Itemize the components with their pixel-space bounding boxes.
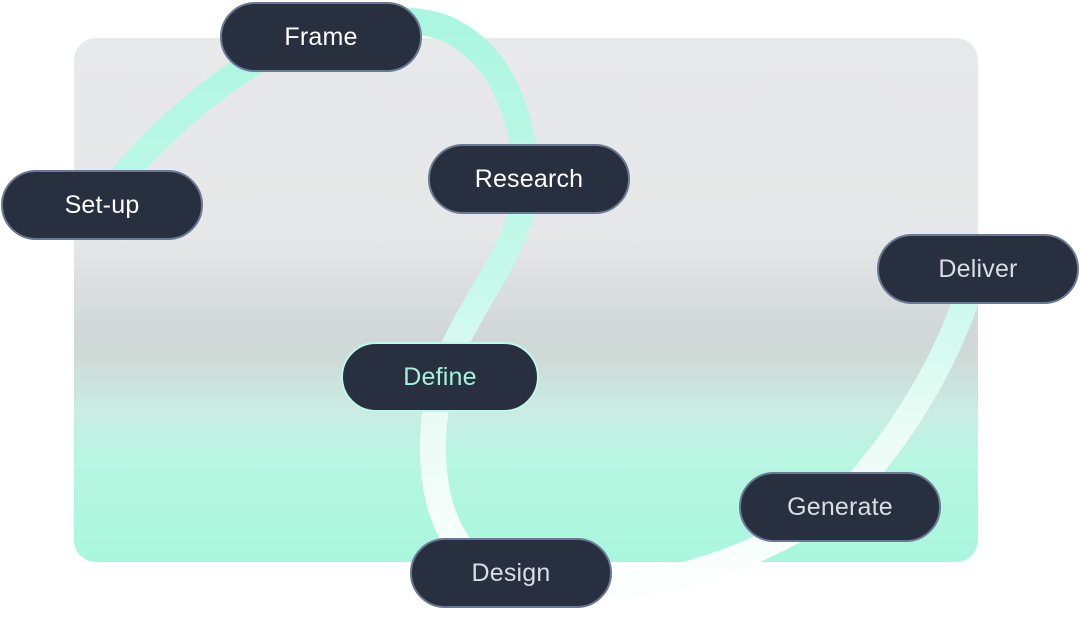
stage-frame[interactable]: Frame (220, 2, 422, 72)
stage-generate[interactable]: Generate (739, 472, 941, 542)
stage-label: Frame (284, 22, 358, 51)
stage-label: Generate (787, 492, 893, 521)
stage-define[interactable]: Define (341, 342, 539, 412)
stage-design[interactable]: Design (410, 538, 612, 608)
stage-label: Define (403, 362, 477, 391)
stage-label: Research (474, 164, 584, 193)
stage-setup[interactable]: Set-up (1, 170, 203, 240)
stage-label: Set-up (64, 190, 140, 219)
stage-deliver[interactable]: Deliver (877, 234, 1079, 304)
stage-label: Deliver (938, 254, 1018, 283)
stage-research[interactable]: Research (428, 144, 630, 214)
stage-label: Design (471, 558, 551, 587)
